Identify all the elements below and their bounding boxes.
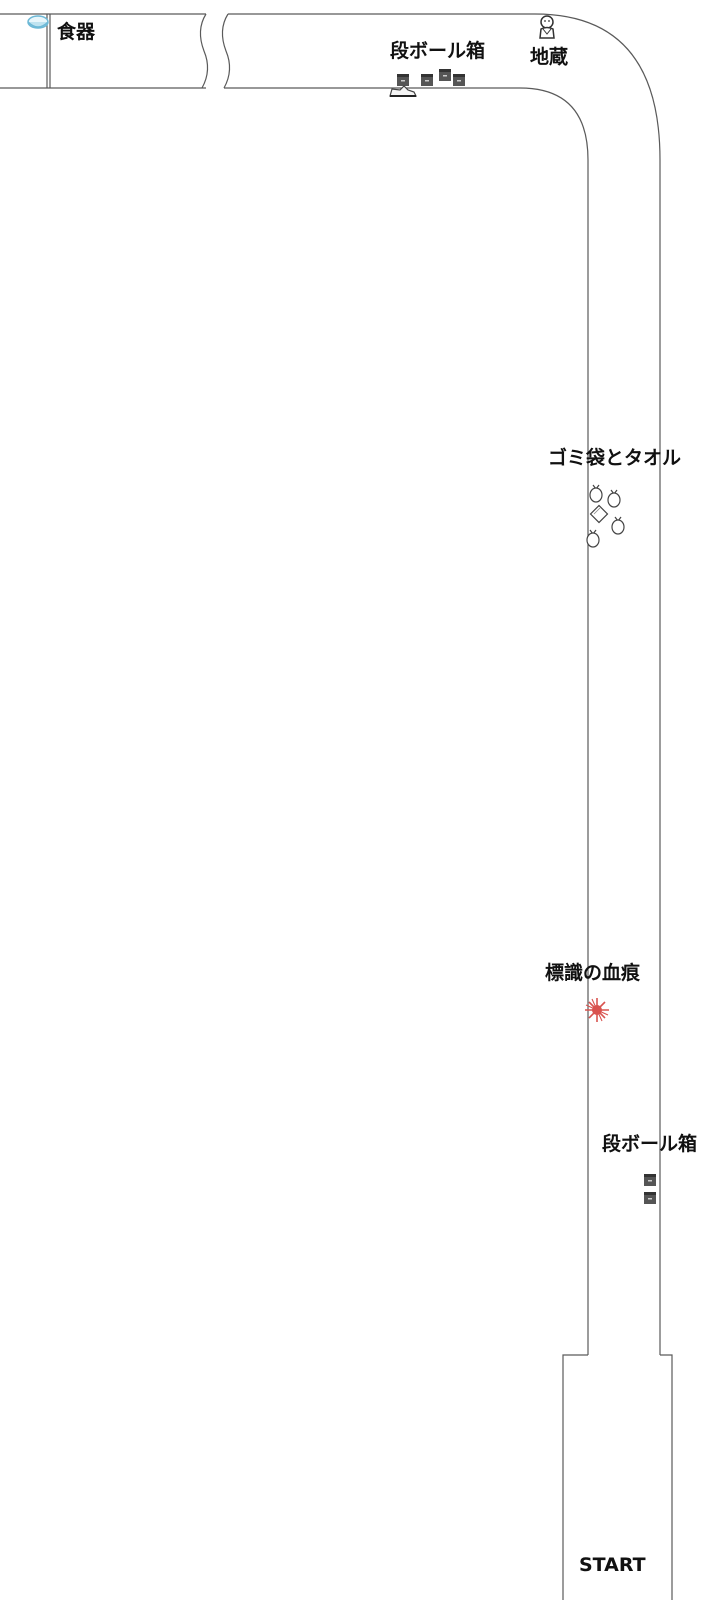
bowl-icon — [27, 15, 49, 29]
label-cardboard-boxes-top: 段ボール箱 — [390, 40, 486, 62]
garbage-bag-icon — [607, 489, 621, 508]
garbage-bag-icon — [589, 484, 603, 503]
cardboard-box-icon — [397, 74, 409, 86]
cardboard-box-icon — [644, 1174, 656, 1186]
label-start: START — [579, 1554, 646, 1576]
label-dishes: 食器 — [57, 21, 96, 43]
road — [0, 13, 673, 1600]
label-blood-on-sign: 標識の血痕 — [545, 962, 641, 984]
sneaker-icon — [389, 85, 417, 97]
garbage-bag-icon — [586, 529, 600, 548]
garbage-bag-icon — [611, 516, 625, 535]
label-trash-bags-and-towel: ゴミ袋とタオル — [548, 447, 682, 469]
cardboard-box-icon — [439, 69, 451, 81]
blood-splatter-icon — [585, 998, 609, 1022]
cardboard-box-icon — [453, 74, 465, 86]
label-cardboard-boxes-bottom: 段ボール箱 — [602, 1133, 698, 1155]
cardboard-box-icon — [644, 1192, 656, 1204]
jizo-statue-icon — [539, 15, 555, 39]
towel-icon — [589, 504, 609, 524]
label-jizo: 地蔵 — [530, 46, 569, 68]
cardboard-box-icon — [421, 74, 433, 86]
